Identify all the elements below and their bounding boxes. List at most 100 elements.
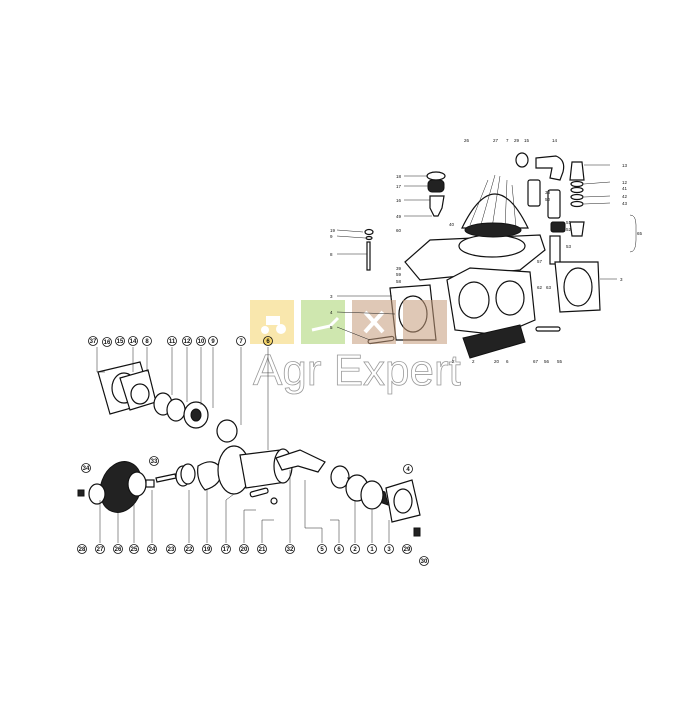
callout-label: 3 (387, 547, 391, 553)
callout-label: 4 (330, 310, 333, 315)
callout-circle (384, 544, 394, 554)
callout-label: 21 (259, 547, 266, 553)
callout-label: 24 (149, 547, 156, 553)
callout-label: 33 (151, 459, 158, 465)
callout-circle (403, 464, 413, 474)
callout-label: 58 (396, 279, 402, 284)
callout-label: 40 (449, 222, 455, 227)
callout-label: 49 (396, 214, 402, 219)
callout-circle (81, 463, 91, 473)
air-dome-cover (461, 193, 529, 229)
callout-label: 29 (514, 138, 520, 143)
base-plate (462, 324, 526, 359)
callout-label: 5 (330, 325, 333, 330)
callout-circle (184, 544, 194, 554)
callout-label: 19 (330, 228, 336, 233)
callout-circle (129, 544, 139, 554)
callout-label: 23 (168, 547, 175, 553)
callout-label: 26 (464, 138, 470, 143)
washer (88, 483, 106, 505)
callout-label: 6 (506, 359, 509, 364)
callout-label: 2 (353, 547, 357, 553)
callout-circle (95, 544, 105, 554)
callout-label: 11 (169, 339, 176, 345)
callout-label: 33 (545, 190, 551, 195)
callout-label: 42 (622, 194, 628, 199)
callout-label: 32 (287, 547, 294, 553)
valve-body (429, 195, 445, 217)
callout-label: 19 (204, 547, 211, 553)
callout-label: 17 (223, 547, 230, 553)
callout-label: 20 (494, 359, 500, 364)
callout-label: 53 (566, 244, 572, 249)
callout-label: 62 (537, 285, 543, 290)
callout-circle (285, 544, 295, 554)
callout-label: 9 (330, 234, 333, 239)
callout-label: 13 (622, 163, 628, 168)
callout-label: 57 (537, 259, 543, 264)
callout-label: 22 (186, 547, 193, 553)
callout-label: 28 (79, 547, 86, 553)
callout-label: 15 (524, 138, 530, 143)
callout-circle (77, 544, 87, 554)
callout-circle (257, 544, 267, 554)
wheelbarrow-icon (301, 300, 345, 344)
crank-assembly (77, 361, 421, 537)
callout-label: 56 (544, 359, 550, 364)
pin (249, 487, 269, 498)
callout-circle (350, 544, 360, 554)
callout-circle (102, 337, 112, 347)
callout-circle (317, 544, 327, 554)
callout-label: 30 (421, 559, 428, 565)
piston (197, 461, 223, 491)
callout-label: 37 (90, 339, 97, 345)
callout-label: 12 (184, 339, 191, 345)
callout-circle (367, 544, 377, 554)
callout-label: 8 (330, 252, 333, 257)
callout-circle (208, 336, 218, 346)
callout-label: 51 (566, 220, 572, 225)
watermark-text: Agr Expert (253, 346, 461, 395)
callout-label: 7 (239, 339, 243, 345)
callout-circle (196, 336, 206, 346)
callout-label: 7 (506, 138, 509, 143)
callout-label: 59 (396, 272, 402, 277)
callout-label: 27 (493, 138, 499, 143)
callout-label: 29 (404, 547, 411, 553)
callout-circle (113, 544, 123, 554)
callout-label: 65 (637, 231, 643, 236)
callout-label: 9 (211, 339, 215, 345)
callout-label: 39 (396, 266, 402, 271)
callout-label: 15 (117, 339, 124, 345)
callout-label: 52 (566, 227, 572, 232)
callout-label: 8 (145, 339, 149, 345)
callout-label: 6 (337, 547, 341, 553)
sleeve (549, 235, 561, 265)
callout-label: 6 (266, 339, 270, 345)
callout-label: 2 (452, 359, 455, 364)
callout-circle (263, 336, 273, 346)
callout-label: 43 (622, 201, 628, 206)
nut (515, 152, 529, 168)
callout-label: 50 (545, 197, 551, 202)
callout-label: 16 (104, 340, 111, 346)
callout-label: 20 (241, 547, 248, 553)
callout-circle (402, 544, 412, 554)
callout-label: 3 (620, 277, 623, 282)
callout-circle (149, 456, 159, 466)
callout-label: 34 (83, 466, 90, 472)
callout-label: 25 (131, 547, 138, 553)
hose-connector (569, 161, 585, 181)
upper-callout-labels: 26 27 7 29 15 14 13 18 17 16 49 40 60 19… (330, 138, 643, 364)
bolt-right (535, 326, 561, 332)
callout-label: 4 (406, 467, 410, 473)
callout-label: 14 (552, 138, 558, 143)
callout-label: 3 (330, 294, 333, 299)
elbow-fitting (535, 155, 565, 181)
callout-label: 27 (97, 547, 104, 553)
callout-circle (115, 336, 125, 346)
callout-circle (166, 544, 176, 554)
